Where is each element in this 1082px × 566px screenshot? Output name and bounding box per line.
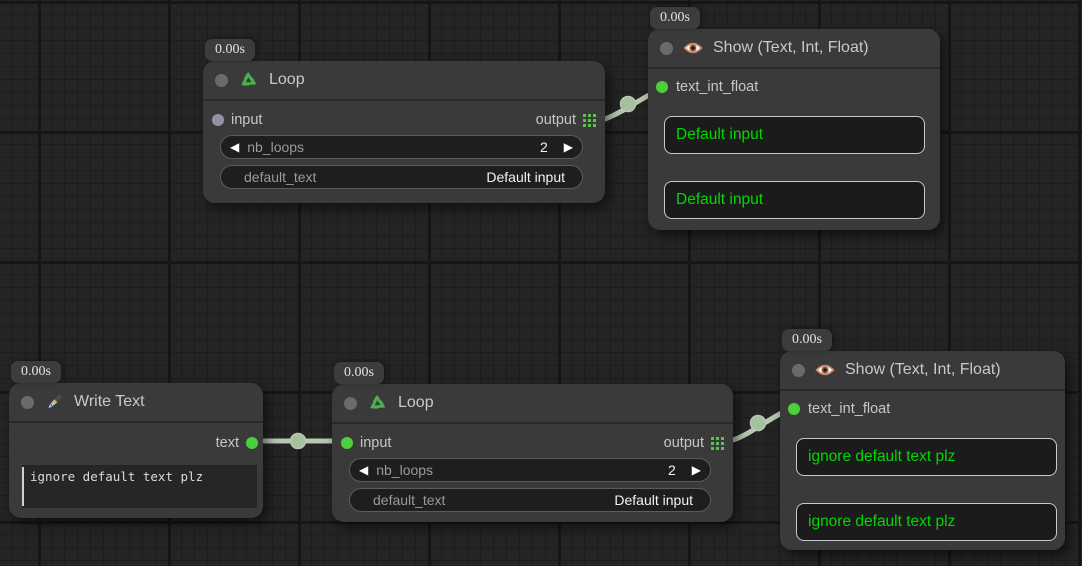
widget-value: 2 [539,139,548,155]
input-port-dot[interactable] [341,437,353,449]
output-grid-icon[interactable] [583,113,596,127]
input-port[interactable]: text_int_float [780,401,1065,417]
input-port-dot[interactable] [212,114,224,126]
execution-time-badge: 0.00s [334,362,384,384]
node-loop-1[interactable]: 0.00s Loop input output ◀ nb_loops 2 ▶ d… [203,39,605,203]
node-title: Write Text [74,393,145,410]
input-port-label: input [360,435,392,451]
widget-value: 2 [667,462,676,478]
output-port-label: text [215,435,239,451]
execution-time: 0.00s [215,42,245,57]
collapse-toggle-dot[interactable] [792,363,805,377]
node-header[interactable]: Show (Text, Int, Float) [648,29,940,69]
input-port-dot[interactable] [788,403,800,415]
node-show-2[interactable]: 0.00s Show (Text, Int, Float) text_int_f… [780,329,1065,550]
node-title: Loop [398,394,434,411]
widget-value: Default input [614,492,693,508]
nb-loops-widget[interactable]: ◀ nb_loops 2 ▶ [349,458,711,482]
execution-time: 0.00s [21,364,51,379]
increment-arrow-icon[interactable]: ▶ [691,463,701,477]
node-show-1[interactable]: 0.00s Show (Text, Int, Float) text_int_f… [648,7,940,230]
output-port-dot[interactable] [246,437,258,449]
decrement-arrow-icon[interactable]: ◀ [359,463,369,477]
increment-arrow-icon[interactable]: ▶ [563,140,573,154]
display-text-box[interactable]: ignore default text plz [796,503,1057,541]
execution-time: 0.00s [792,332,822,347]
output-port-label: output [663,435,704,451]
input-port-label: input [231,112,263,128]
default-text-widget[interactable]: default_text Default input [220,165,583,189]
eye-icon [683,41,703,55]
default-text-widget[interactable]: default_text Default input [349,488,711,512]
node-title: Loop [269,71,305,88]
decrement-arrow-icon[interactable]: ◀ [230,140,240,154]
widget-label: nb_loops [376,462,434,478]
collapse-toggle-dot[interactable] [660,41,673,55]
display-text: ignore default text plz [808,448,956,465]
fountain-pen-icon [44,392,64,412]
display-text: Default input [676,191,764,208]
input-port-dot[interactable] [656,81,668,93]
node-write-text[interactable]: 0.00s Write Text text ignore default tex… [9,361,263,518]
wire-reroute-dot[interactable] [619,95,637,113]
collapse-toggle-dot[interactable] [21,395,34,409]
input-port-label: text_int_float [676,79,759,95]
execution-time: 0.00s [344,365,374,380]
input-port-label: text_int_float [808,401,891,417]
input-port[interactable]: input [212,112,262,128]
recycle-icon [238,70,259,91]
widget-label: nb_loops [247,139,305,155]
node-header[interactable]: Loop [332,384,733,424]
node-header[interactable]: Show (Text, Int, Float) [780,351,1065,391]
execution-time-badge: 0.00s [650,7,700,29]
display-text-box[interactable]: Default input [664,181,925,219]
output-grid-icon[interactable] [711,436,724,450]
display-text: ignore default text plz [808,513,956,530]
node-title: Show (Text, Int, Float) [845,361,1001,378]
display-text: Default input [676,126,764,143]
output-port[interactable]: text [9,432,263,454]
collapse-toggle-dot[interactable] [344,396,357,410]
text-input-area[interactable]: ignore default text plz [22,465,257,508]
recycle-icon [367,393,388,414]
execution-time-badge: 0.00s [11,361,61,383]
node-header[interactable]: Loop [203,61,605,101]
input-port[interactable]: text_int_float [648,79,940,95]
text-cursor [22,467,24,506]
wire-reroute-dot[interactable] [749,414,767,432]
widget-label: default_text [373,492,446,508]
display-text-box[interactable]: Default input [664,116,925,154]
widget-value: Default input [486,169,565,185]
input-port[interactable]: input [341,435,391,451]
text-editor[interactable]: ignore default text plz [22,465,257,508]
nb-loops-widget[interactable]: ◀ nb_loops 2 ▶ [220,135,583,159]
wire-reroute-dot[interactable] [289,432,307,450]
node-header[interactable]: Write Text [9,383,263,423]
execution-time-badge: 0.00s [205,39,255,61]
eye-icon [815,363,835,377]
widget-label: default_text [244,169,317,185]
output-port[interactable]: output [536,112,596,128]
node-title: Show (Text, Int, Float) [713,39,869,56]
output-port[interactable]: output [664,435,724,451]
collapse-toggle-dot[interactable] [215,73,228,87]
display-text-box[interactable]: ignore default text plz [796,438,1057,476]
execution-time-badge: 0.00s [782,329,832,351]
execution-time: 0.00s [660,10,690,25]
node-loop-2[interactable]: 0.00s Loop input output ◀ nb_loops 2 ▶ d… [332,362,733,522]
output-port-label: output [535,112,576,128]
